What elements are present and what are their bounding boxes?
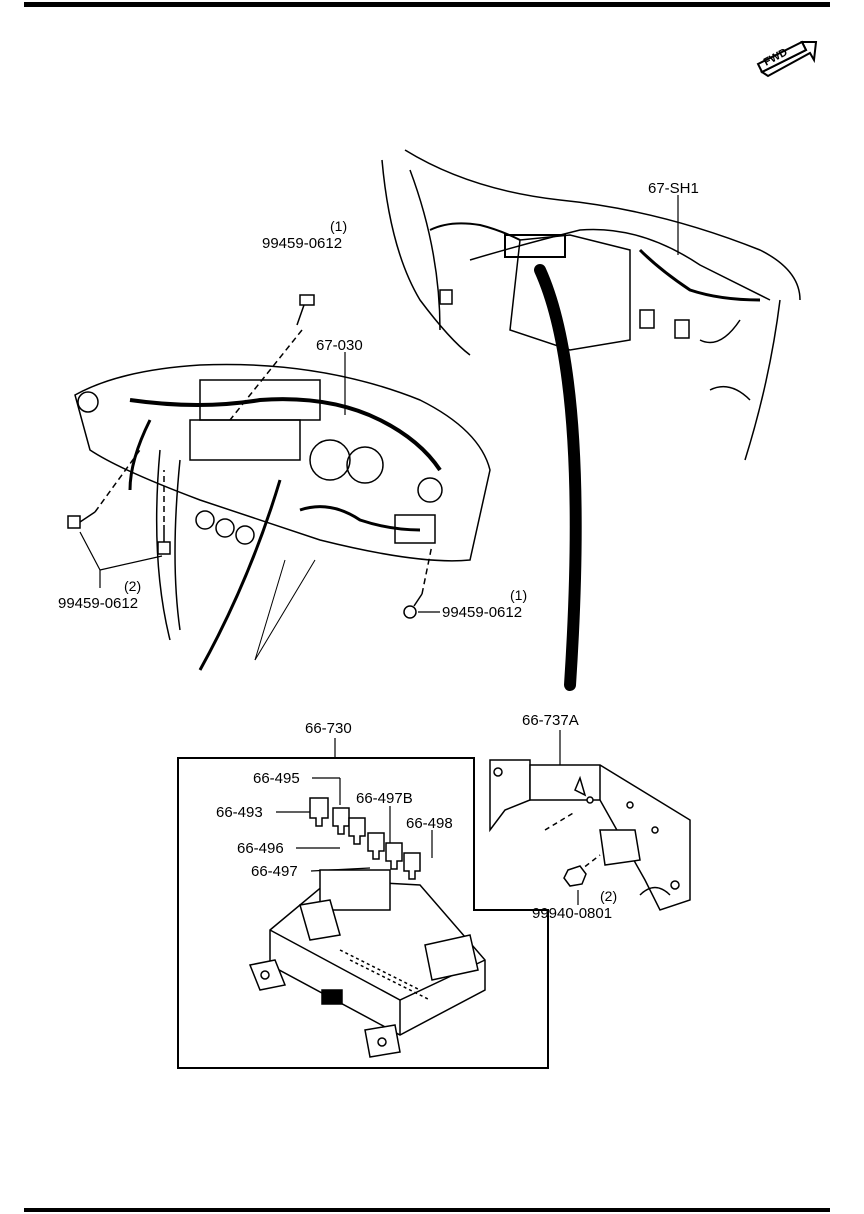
callout-fuse-493-part-number: 66-493 [216,804,263,821]
callout-nut-quantity: (2) [600,888,617,904]
leader-lines [79,195,679,905]
junction-box-frame [177,757,549,1069]
nut-icon [563,865,587,887]
callout-bolt-right-quantity: (1) [510,587,527,603]
bottom-rule [24,1208,830,1212]
bolt-left-icon [67,449,171,555]
callout-junction-box-part-number: 66-730 [305,720,352,737]
fuse-icons [309,797,421,880]
callout-bolt-top-part-number: 99459-0612 [262,235,342,252]
callout-nut-part-number: 99940-0801 [532,905,612,922]
callout-fuse-495-part-number: 66-495 [253,770,300,787]
callout-bracket-part-number: 66-737A [522,712,579,729]
callout-bolt-left-part-number: 99459-0612 [58,595,138,612]
forward-arrow-icon: FWD [756,40,818,78]
callout-bolt-top-quantity: (1) [330,218,347,234]
callout-bolt-left-quantity: (2) [124,578,141,594]
callout-dash-harness-part-number: 67-030 [316,337,363,354]
callout-harness-rear-part-number: 67-SH1 [648,180,699,197]
bolt-right-icon [403,544,433,619]
callout-fuse-496-part-number: 66-496 [237,840,284,857]
callout-fuse-498-part-number: 66-498 [406,815,453,832]
callout-fuse-497-part-number: 66-497 [251,863,298,880]
dashboard-front-view [74,363,491,671]
bolt-top-icon [229,294,315,421]
callout-fuse-497b-part-number: 66-497B [356,790,413,807]
junction-box-icon [248,869,486,1058]
cowl-rear-view [381,149,801,691]
bracket-icon [489,759,691,911]
callout-bolt-right-part-number: 99459-0612 [442,604,522,621]
top-rule [24,2,830,7]
